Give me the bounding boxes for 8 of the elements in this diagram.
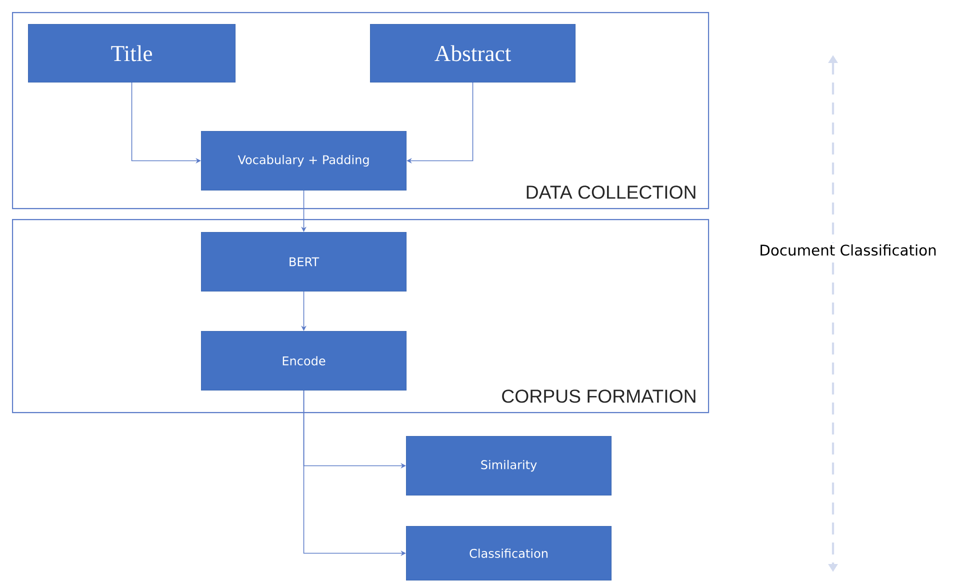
process-box: Title	[28, 24, 236, 83]
process-box: Classification	[406, 526, 612, 581]
process-box: Abstract	[370, 24, 576, 83]
process-box: BERT	[201, 232, 407, 292]
process-box: Vocabulary + Padding	[201, 131, 407, 191]
process-box: Similarity	[406, 436, 612, 496]
process-box: Encode	[201, 331, 407, 391]
side-label: Document Classification	[758, 243, 938, 257]
